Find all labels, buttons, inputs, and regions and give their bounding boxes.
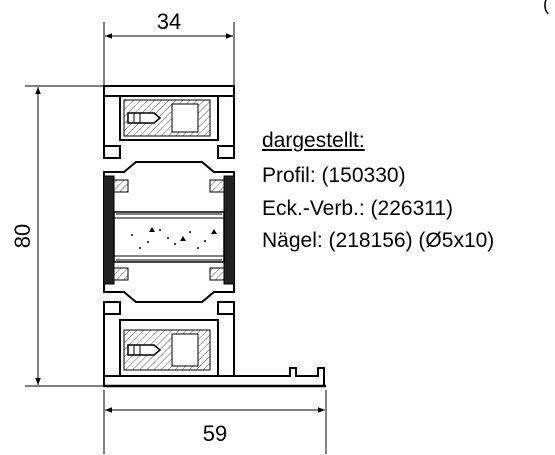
dimension-top-width: 34 (103, 9, 235, 86)
upper-nail (127, 112, 162, 124)
annotation-heading: dargestellt: (262, 129, 365, 152)
glazing-panel (113, 211, 225, 263)
corner-text-fragment: ( (543, 0, 549, 14)
profile-cross-section (103, 85, 326, 388)
dimension-bottom-width: 59 (103, 390, 327, 454)
panel-core-dots (131, 227, 217, 249)
dimension-height-label: 80 (10, 224, 35, 248)
top-flange (103, 85, 235, 97)
lower-nail (127, 344, 162, 356)
dimension-bottom-width-label: 59 (203, 421, 227, 446)
dimension-height: 80 (10, 85, 103, 387)
annotation-profil: Profil: (150330) (262, 164, 406, 187)
annotation-naegel: Nägel: (218156) (Ø5x10) (262, 229, 495, 252)
dimension-top-width-label: 34 (157, 9, 181, 34)
annotation-eck-verb: Eck.-Verb.: (226311) (262, 197, 454, 220)
